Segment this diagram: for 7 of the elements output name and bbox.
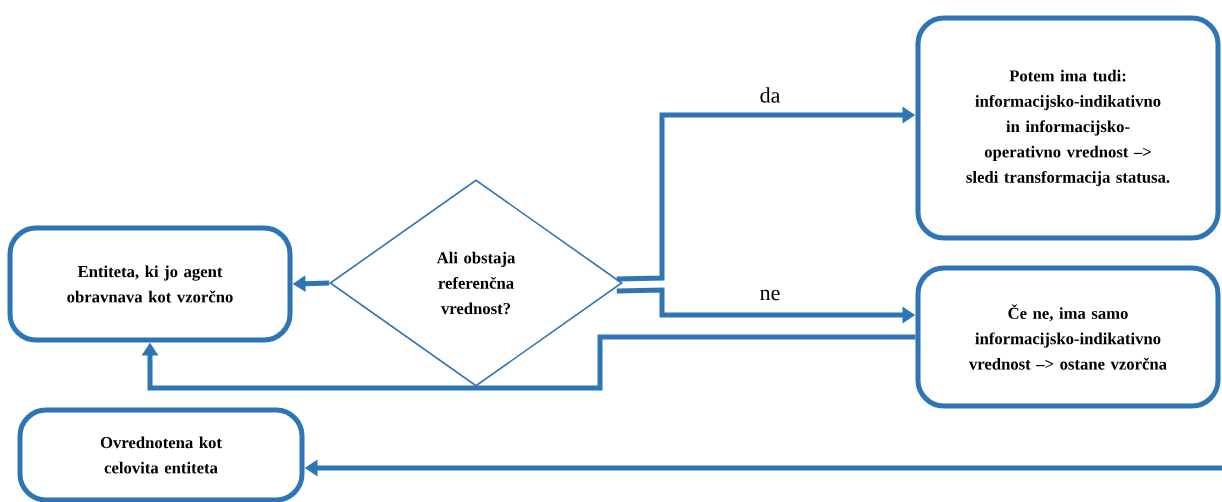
arrow <box>141 334 916 391</box>
process-box: Če ne, ima samo informacijsko-indikativno vrednost –> ostane vzorčna <box>915 265 1221 409</box>
edge-label: ne <box>758 288 782 302</box>
process-box: Entiteta, ki jo agent obravnava kot vzorčno <box>7 225 293 343</box>
process-box: Potem ima tudi: informacijsko-indikativno in informacijsko-operativno vrednost –> sledi transformacija statusa. <box>915 15 1221 241</box>
edge-label: da <box>758 85 782 105</box>
process-box: Ovrednotena kot celovita entiteta <box>17 407 305 502</box>
